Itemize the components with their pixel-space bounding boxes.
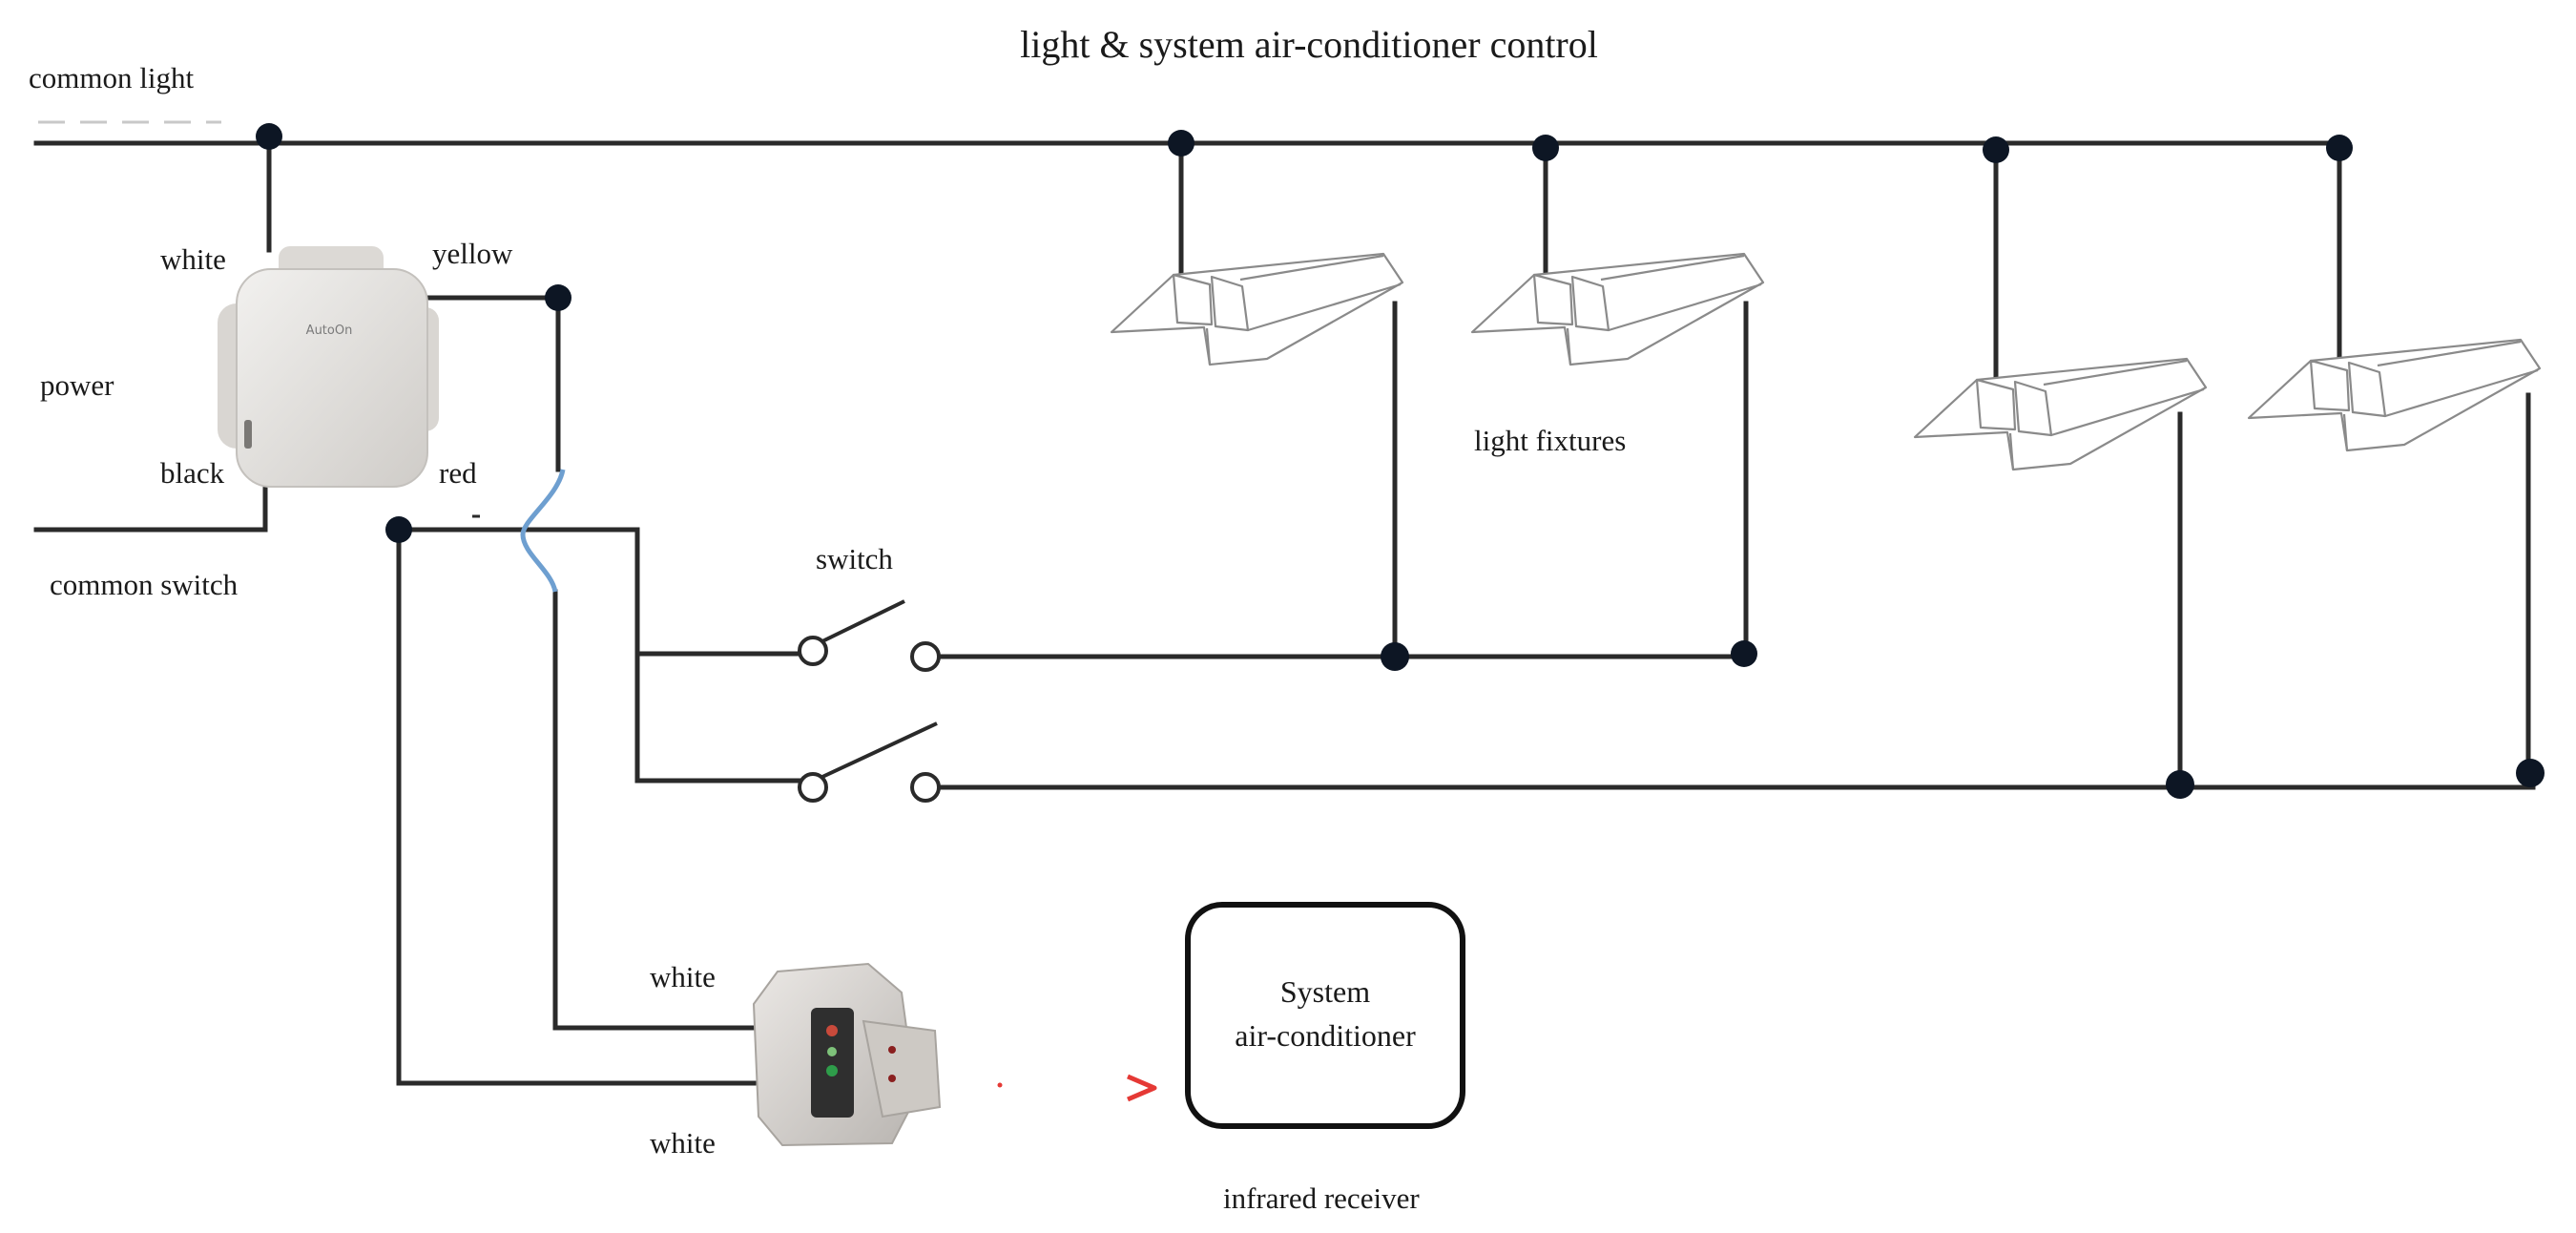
label-white-receiver-bottom: white (650, 1126, 716, 1160)
receiver-wire-top (552, 589, 757, 1031)
junction-node (1168, 130, 1195, 157)
light-fixture (2247, 338, 2542, 452)
switch-lower (798, 721, 941, 803)
junction-node (256, 123, 282, 150)
label-yellow: yellow (432, 237, 513, 270)
controller-brand: AutoOn (306, 324, 353, 338)
ir-signal-arrow (1127, 1074, 1157, 1102)
system-ac-box (1185, 902, 1465, 1129)
yellow-wire (417, 295, 561, 472)
switch-upper (798, 599, 941, 672)
label-black: black (160, 456, 225, 490)
switch-feed-wire (634, 527, 809, 784)
diagram-title: light & system air-conditioner control (1020, 23, 1598, 66)
ac-box-line1: System (1280, 974, 1370, 1009)
infrared-receiver-device (752, 962, 942, 1147)
label-red: red (439, 456, 477, 490)
label-light-fixtures: light fixtures (1474, 424, 1626, 457)
light-fixture (1913, 357, 2208, 471)
label-infrared-receiver: infrared receiver (1223, 1181, 1420, 1215)
label-power: power (40, 368, 114, 402)
blue-wire (520, 469, 566, 593)
ac-box-line2: air-conditioner (1235, 1018, 1416, 1053)
label-switch: switch (816, 542, 893, 575)
junction-node (2516, 759, 2545, 787)
wires (33, 120, 2536, 1086)
label-common-light: common light (29, 61, 194, 94)
junction-node (385, 516, 412, 543)
label-white-top: white (160, 242, 226, 276)
common-switch-wire (33, 472, 268, 533)
junction-node (1381, 642, 1409, 671)
controller-device: AutoOn (218, 246, 439, 488)
junction-node (2326, 135, 2353, 161)
receiver-wire-bottom (396, 527, 757, 1086)
junction-node (1983, 136, 2009, 163)
label-common-switch: common switch (50, 568, 239, 601)
light-fixture (1110, 252, 1404, 366)
junction-node (2166, 770, 2194, 799)
ir-dot (997, 1082, 1003, 1088)
junctions (256, 123, 2545, 799)
label-white-receiver-top: white (650, 960, 716, 993)
junction-node (1731, 640, 1757, 667)
junction-node (1532, 135, 1559, 161)
junction-node (545, 284, 571, 311)
light-fixture (1470, 252, 1765, 366)
